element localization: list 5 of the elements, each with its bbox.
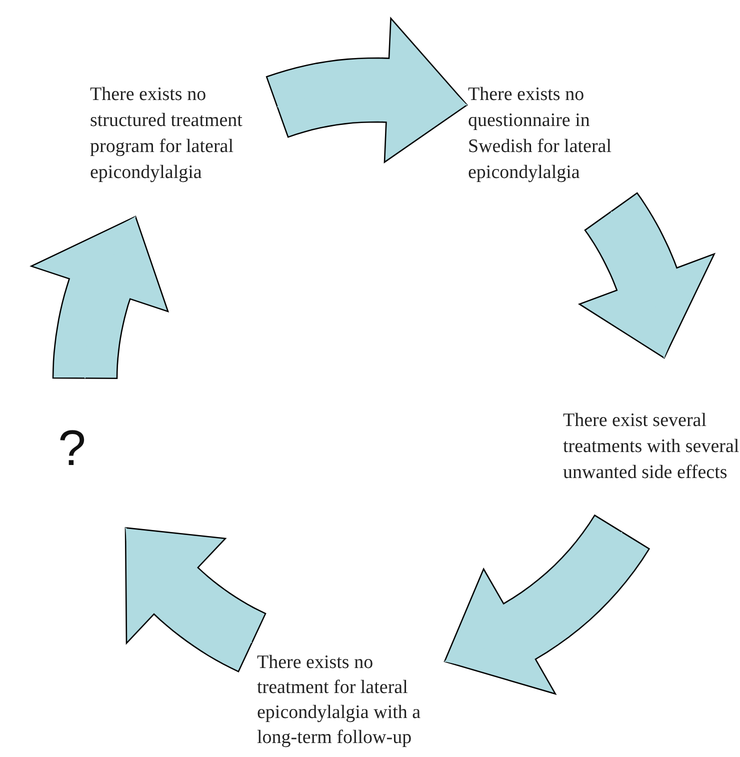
statement-text: There exists no structured treatment program for lateral epicondylalgia	[90, 83, 244, 185]
statement-text: There exist several treatments with several unwanted side effects	[563, 409, 740, 485]
statement-text: There exists no treatment for lateral epicondylalgia with a long-term follow-up	[257, 651, 422, 750]
question-mark: ?	[58, 420, 86, 476]
statement-text: There exists no questionnaire in Swedish for lateral epicondylalgia	[468, 83, 613, 185]
